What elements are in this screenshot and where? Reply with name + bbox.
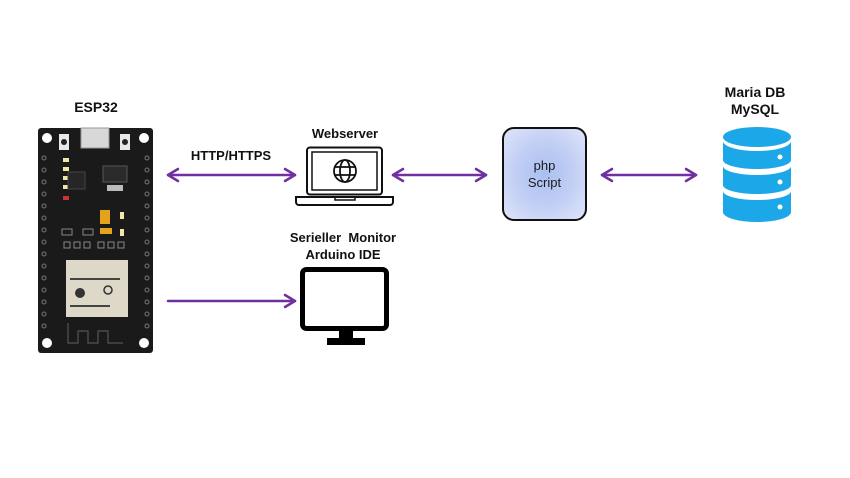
database-label: Maria DB MySQL (700, 84, 810, 118)
database-icon (723, 127, 791, 222)
arrow-esp32-webserver (166, 167, 297, 183)
arrow-php-database (600, 167, 698, 183)
webserver-label: Webserver (311, 126, 379, 141)
serial-monitor-label: Serieller Monitor Arduino IDE (268, 229, 418, 263)
edge-label-http: HTTP/HTTPS (190, 148, 272, 163)
serial-monitor-label-line1: Serieller Monitor (289, 230, 397, 245)
arrow-webserver-php (391, 167, 488, 183)
arrow-esp32-serial-monitor (166, 293, 297, 309)
php-label: php (533, 158, 556, 173)
script-label: Script (527, 175, 562, 190)
laptop-globe-icon (295, 146, 394, 206)
php-script-node: php Script (502, 127, 587, 221)
esp32-board-icon (38, 127, 153, 353)
database-label-line2: MySQL (730, 101, 780, 117)
monitor-icon (300, 267, 389, 345)
esp32-label: ESP32 (74, 99, 118, 115)
serial-monitor-label-line2: Arduino IDE (305, 247, 381, 262)
database-label-line1: Maria DB (724, 84, 786, 100)
